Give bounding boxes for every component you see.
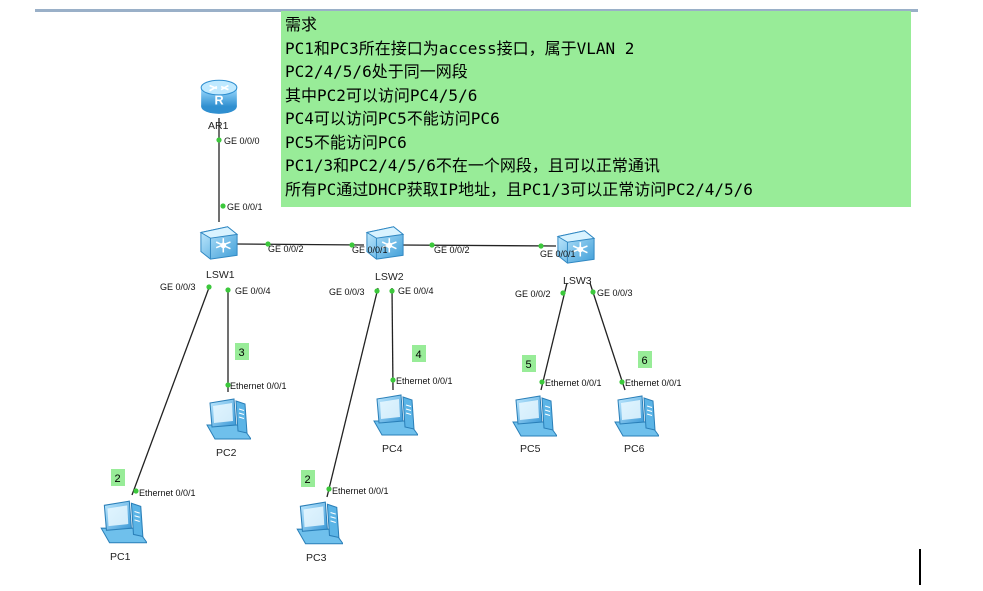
link-lsw3-pc5 [540,282,568,391]
pc1-label: PC1 [110,551,131,563]
port-label: Ethernet 0/0/1 [332,486,389,496]
vlan-tag-pc4: 4 [412,345,426,362]
computer-icon [614,395,659,437]
links [131,118,626,498]
port-dot-pc4 [390,377,396,383]
vlan-tag-pc5: 5 [522,355,536,372]
text-cursor [919,549,921,585]
vlan-tag-value: 6 [642,355,648,367]
port-dot-lsw3-ge002 [560,290,566,296]
requirements-note[interactable]: 需求 PC1和PC3所在接口为access接口，属于VLAN 2 PC2/4/5… [281,11,911,207]
port-label: GE 0/0/3 [597,288,633,298]
port-dot-pc3 [326,486,332,492]
port-label: GE 0/0/1 [352,245,388,255]
pc4-label: PC4 [382,443,403,455]
port-dot-lsw3-ge003 [590,289,596,295]
port-label: Ethernet 0/0/1 [545,378,602,388]
computer-icon [100,500,147,544]
port-dot-lsw2-ge004 [389,288,395,294]
vlan-tag-pc2: 3 [235,343,249,360]
switch-icon [200,225,238,260]
requirement-line: PC4可以访问PC5不能访问PC6 [285,109,500,128]
switch-lsw1-label: LSW1 [206,269,235,281]
port-label: GE 0/0/2 [268,244,304,254]
router-ar1[interactable]: AR1 [200,79,238,132]
router-icon [200,79,238,115]
pc-pc5[interactable]: PC5 [512,395,557,455]
port-dot-lsw1-ge004 [225,287,231,293]
pc-pc1[interactable]: PC1 [100,500,147,563]
port-label: GE 0/0/2 [434,245,470,255]
port-label: GE 0/0/3 [160,282,196,292]
port-dot-lsw2-ge003 [374,288,380,294]
window-top-border [35,9,918,12]
port-label: Ethernet 0/0/1 [396,376,453,386]
link-lsw2-lsw3 [399,244,557,247]
pc6-label: PC6 [624,443,645,455]
port-dot-lsw1-ge002 [265,241,271,247]
requirement-line: PC1和PC3所在接口为access接口，属于VLAN 2 [285,38,635,58]
port-dots [133,137,625,494]
vlan-tag-pc3: 2 [301,470,315,487]
port-label: GE 0/0/4 [398,286,434,296]
vlan-tag-value: 5 [526,359,532,371]
port-dot-lsw3-ge001 [538,243,544,249]
port-dot-pc2 [225,382,231,388]
pc-pc3[interactable]: PC3 [296,501,343,564]
vlan-tag-pc6: 6 [638,351,652,368]
computer-icon [512,395,557,437]
port-dot-lsw1-ge001 [220,203,226,209]
pc5-label: PC5 [520,443,541,455]
pc3-label: PC3 [306,552,327,564]
requirement-line: PC5不能访问PC6 [285,132,407,152]
port-dot-pc6 [619,379,625,385]
vlan-tags: 2 3 2 4 5 6 [111,343,652,487]
port-label: Ethernet 0/0/1 [139,488,196,498]
vlan-tag-value: 4 [416,349,422,361]
pc-pc6[interactable]: PC6 [614,395,659,455]
link-lsw2-pc4 [391,287,394,391]
requirements-title: 需求 [285,15,318,34]
port-label: GE 0/0/3 [329,287,365,297]
link-lsw2-pc3 [326,287,379,498]
port-labels: GE 0/0/0 GE 0/0/1 GE 0/0/2 GE 0/0/1 GE 0… [139,136,682,498]
pc2-label: PC2 [216,447,237,459]
port-dot-ar1-ge000 [216,137,222,143]
port-label: GE 0/0/0 [224,136,260,146]
port-dot-lsw2-ge002 [429,242,435,248]
link-lsw1-lsw2 [235,243,365,246]
link-lsw1-pc1 [131,284,211,496]
pc-pc2[interactable]: PC2 [206,398,251,459]
computer-icon [206,398,251,440]
port-dot-lsw2-ge001 [349,242,355,248]
switch-lsw1[interactable]: LSW1 [200,225,238,281]
vlan-tag-value: 3 [239,347,245,359]
port-label: GE 0/0/1 [540,249,576,259]
switch-lsw3[interactable]: LSW3 [557,229,595,287]
link-lsw3-pc6 [589,282,626,391]
port-label: GE 0/0/1 [227,202,263,212]
requirement-line: 其中PC2可以访问PC4/5/6 [285,85,478,105]
requirement-line: PC1/3和PC2/4/5/6不在一个网段，且可以正常通讯 [285,156,660,175]
port-label: Ethernet 0/0/1 [230,381,287,391]
port-label: Ethernet 0/0/1 [625,378,682,388]
switch-lsw3-label: LSW3 [563,275,592,287]
port-dot-lsw1-ge003 [206,284,212,290]
vlan-tag-value: 2 [305,474,311,486]
port-dot-pc5 [539,379,545,385]
switch-lsw2-label: LSW2 [375,271,404,283]
requirement-line: 所有PC通过DHCP获取IP地址，且PC1/3可以正常访问PC2/4/5/6 [285,179,753,199]
switch-lsw2[interactable]: LSW2 [366,225,404,283]
port-label: GE 0/0/4 [235,286,271,296]
computer-icon [296,501,343,545]
computer-icon [373,394,418,436]
vlan-tag-pc1: 2 [111,469,125,486]
port-dot-pc1 [133,488,139,494]
pc-pc4[interactable]: PC4 [373,394,418,455]
requirement-line: PC2/4/5/6处于同一网段 [285,62,468,81]
port-label: GE 0/0/2 [515,289,551,299]
vlan-tag-value: 2 [115,473,121,485]
router-ar1-label: AR1 [208,120,229,132]
